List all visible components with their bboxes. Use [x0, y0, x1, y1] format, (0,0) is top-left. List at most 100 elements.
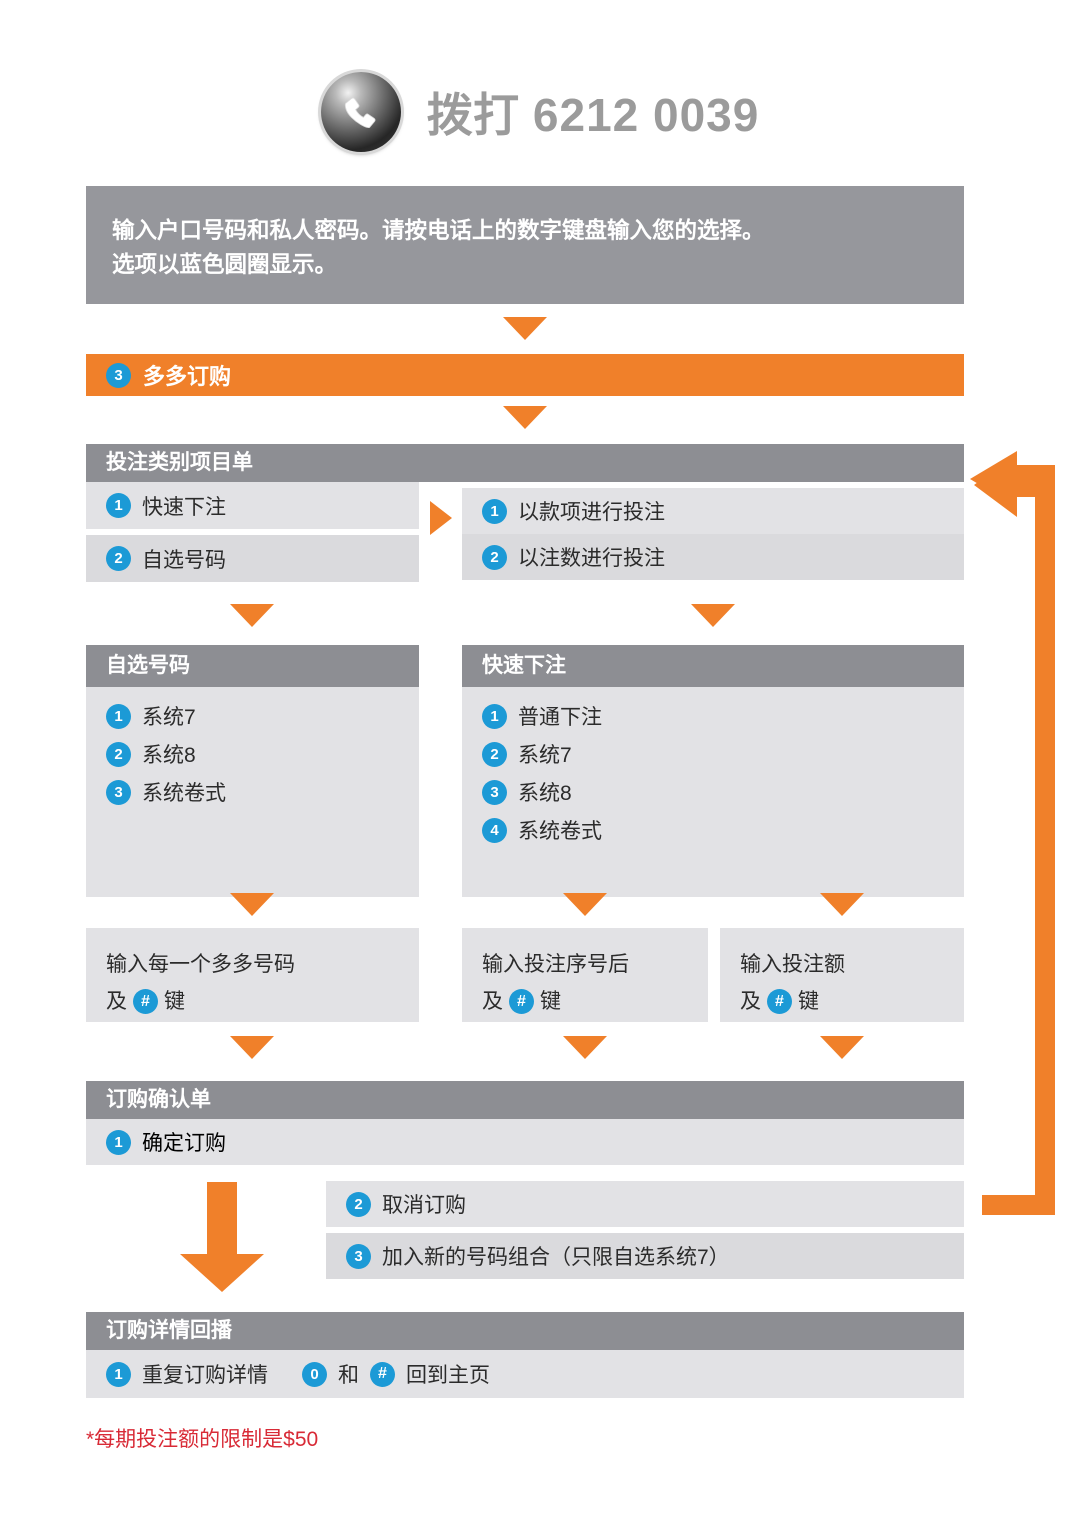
- prefix-text: 及: [106, 990, 127, 1013]
- item-label: 系统卷式: [518, 820, 602, 843]
- item-number-badge: 1: [106, 1129, 131, 1155]
- intro-line-1: 输入户口号码和私人密码。请按电话上的数字键盘输入您的选择。: [112, 218, 765, 243]
- option-number-badge: 3: [106, 362, 131, 388]
- dial-instruction: 拨打 6212 0039: [427, 79, 760, 145]
- arrow-down-box1-to-confirmation: [230, 1036, 274, 1059]
- item-label: 确定订购: [142, 1132, 226, 1155]
- option-label: 多多订购: [143, 364, 232, 389]
- bet-category-section: 投注类别项目单 1 快速下注 2 自选号码 1 以款项进行投注 2 以注数进行投…: [86, 444, 964, 582]
- arrow-down-box2-to-confirmation: [563, 1036, 607, 1059]
- input-box-line-2: 及 # 键: [106, 983, 403, 1020]
- list-item[interactable]: 3 系统卷式: [86, 773, 419, 811]
- hash-key-icon: #: [509, 989, 534, 1014]
- confirmation-sub-options: 2 取消订购 3 加入新的号码组合（只限自选系统7）: [326, 1181, 964, 1279]
- item-number-badge: 2: [346, 1191, 371, 1217]
- arrow-down-to-input-box-1: [230, 893, 274, 916]
- header: 拨打 6212 0039: [0, 62, 1080, 162]
- item-label: 以注数进行投注: [518, 547, 665, 570]
- item-number-badge: 3: [346, 1243, 371, 1269]
- input-box-line-2: 及 # 键: [482, 983, 692, 1020]
- suffix-text: 键: [164, 990, 185, 1013]
- bet-category-left-column: 1 快速下注 2 自选号码: [86, 482, 419, 582]
- item-number-badge: 3: [106, 779, 131, 805]
- arrow-down-to-self-pick: [230, 604, 274, 627]
- self-pick-title: 自选号码: [86, 645, 419, 687]
- item-label: 系统7: [518, 744, 572, 767]
- item-label: 以款项进行投注: [518, 501, 665, 524]
- arrow-down-confirmation-to-playback: [180, 1182, 264, 1292]
- list-item[interactable]: 2 以注数进行投注: [462, 534, 964, 580]
- item-label: 加入新的号码组合（只限自选系统7）: [382, 1246, 730, 1269]
- menu-option-3-bar[interactable]: 3 多多订购: [86, 354, 964, 396]
- list-item[interactable]: 4 系统卷式: [462, 811, 964, 849]
- playback-options-row[interactable]: 1 重复订购详情 0 和 # 回到主页: [86, 1350, 964, 1398]
- bet-category-right-column: 1 以款项进行投注 2 以注数进行投注: [462, 488, 964, 580]
- input-box-dodo-numbers: 输入每一个多多号码 及 # 键: [86, 928, 419, 1022]
- hash-key-icon: #: [767, 989, 792, 1014]
- item-label: 重复订购详情: [142, 1364, 268, 1387]
- suffix-text: 键: [540, 990, 561, 1013]
- item-label: 自选号码: [142, 548, 226, 572]
- input-box-bet-sequence: 输入投注序号后 及 # 键: [462, 928, 708, 1022]
- phone-number: 6212 0039: [532, 89, 760, 141]
- input-box-line-1: 输入投注额: [740, 953, 845, 976]
- quick-pick-panel: 快速下注 1 普通下注 2 系统7 3 系统8 4 系统卷式: [462, 645, 964, 897]
- list-item[interactable]: 2 取消订购: [326, 1181, 964, 1227]
- prefix-text: 及: [482, 990, 503, 1013]
- item-number-badge: 3: [482, 779, 507, 805]
- item-label: 系统8: [142, 744, 196, 767]
- bet-category-title: 投注类别项目单: [86, 444, 964, 482]
- item-number-badge: 2: [106, 741, 131, 767]
- item-number-badge: 1: [106, 1361, 131, 1387]
- confirmation-title: 订购确认单: [86, 1081, 964, 1119]
- item-number-badge: 1: [106, 703, 131, 729]
- hash-key-icon: #: [133, 989, 158, 1014]
- prefix-text: 及: [740, 990, 761, 1013]
- item-number-badge: 4: [482, 817, 507, 843]
- playback-section: 订购详情回播 1 重复订购详情 0 和 # 回到主页: [86, 1312, 964, 1398]
- list-item[interactable]: 2 系统7: [462, 735, 964, 773]
- input-box-line-2: 及 # 键: [740, 983, 948, 1020]
- intro-line-2: 选项以蓝色圆圈显示。: [112, 252, 338, 277]
- item-label: 系统卷式: [142, 782, 226, 805]
- self-pick-list: 1 系统7 2 系统8 3 系统卷式: [86, 687, 419, 897]
- item-number-badge: 2: [482, 741, 507, 767]
- arrow-down-to-quick-pick: [691, 604, 735, 627]
- dial-label: 拨打: [426, 89, 520, 141]
- list-item[interactable]: 1 以款项进行投注: [462, 488, 964, 534]
- list-item[interactable]: 2 自选号码: [86, 535, 419, 582]
- suffix-text: 键: [798, 990, 819, 1013]
- item-number-badge: 2: [482, 544, 507, 570]
- input-box-bet-amount: 输入投注额 及 # 键: [720, 928, 964, 1022]
- footnote: *每期投注额的限制是$50: [86, 1428, 319, 1451]
- input-box-line-1: 输入每一个多多号码: [106, 953, 295, 976]
- self-pick-panel: 自选号码 1 系统7 2 系统8 3 系统卷式: [86, 645, 419, 897]
- item-label: 系统7: [142, 706, 196, 729]
- item-label: 系统8: [518, 782, 572, 805]
- item-number-badge: 1: [482, 703, 507, 729]
- quick-pick-title: 快速下注: [462, 645, 964, 687]
- phone-icon: [320, 72, 401, 152]
- list-item[interactable]: 1 确定订购: [86, 1119, 964, 1165]
- quick-pick-list: 1 普通下注 2 系统7 3 系统8 4 系统卷式: [462, 687, 964, 897]
- list-item[interactable]: 1 快速下注: [86, 482, 419, 529]
- arrow-down-to-input-box-3: [820, 893, 864, 916]
- playback-title: 订购详情回播: [86, 1312, 964, 1350]
- item-label: 取消订购: [382, 1194, 466, 1217]
- list-item[interactable]: 2 系统8: [86, 735, 419, 773]
- arrow-down-to-input-box-2: [563, 893, 607, 916]
- hash-key-icon: #: [370, 1361, 395, 1387]
- list-item[interactable]: 3 系统8: [462, 773, 964, 811]
- list-item[interactable]: 3 加入新的号码组合（只限自选系统7）: [326, 1233, 964, 1279]
- item-number-badge: 2: [106, 546, 131, 571]
- list-item[interactable]: 1 普通下注: [462, 697, 964, 735]
- list-item[interactable]: 1 系统7: [86, 697, 419, 735]
- item-label: 快速下注: [142, 495, 226, 519]
- arrow-down-intro-to-menu: [503, 317, 547, 340]
- arrow-down-menu-to-category: [503, 406, 547, 429]
- conjunction-label: 和: [338, 1364, 359, 1387]
- item-number-badge: 1: [106, 493, 131, 518]
- input-box-line-1: 输入投注序号后: [482, 953, 629, 976]
- home-label: 回到主页: [406, 1364, 490, 1387]
